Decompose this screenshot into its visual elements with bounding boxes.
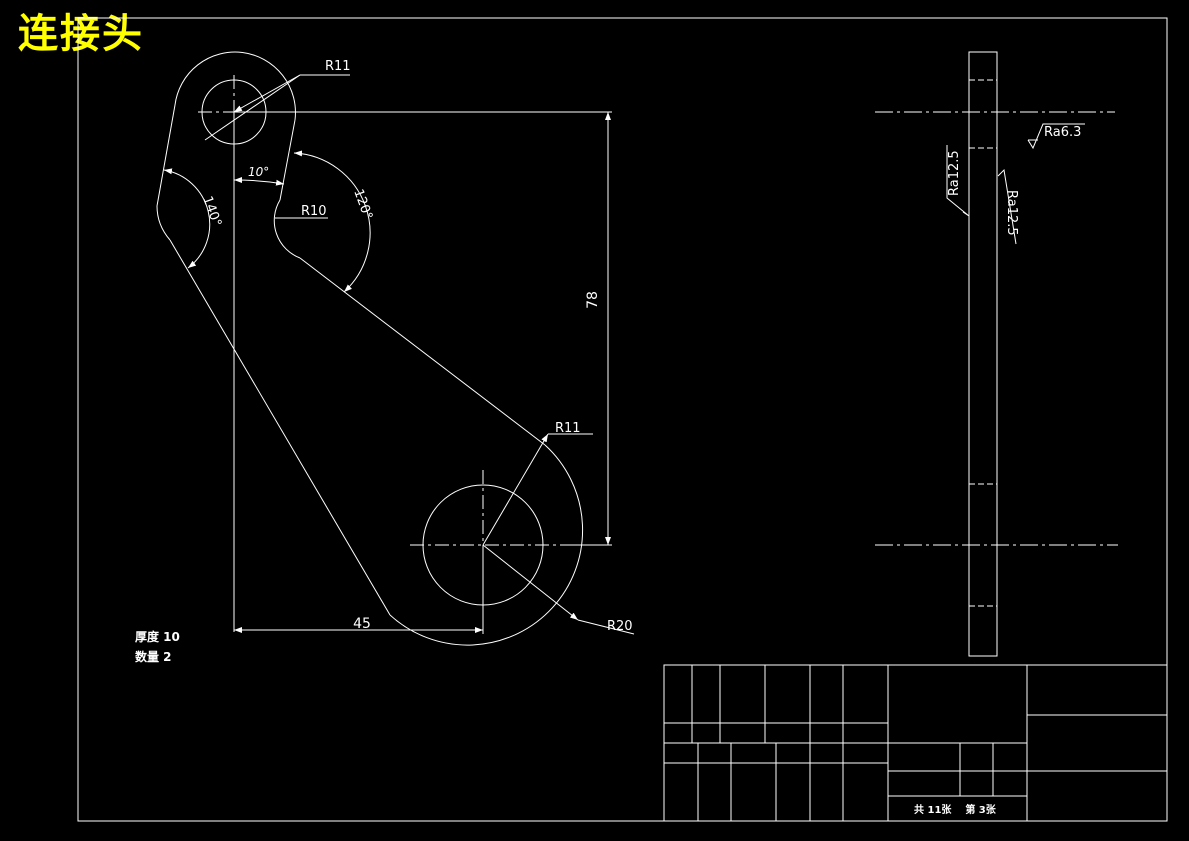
dim-r11-bottom: R11 xyxy=(555,421,581,436)
dim-78: 78 xyxy=(585,291,601,309)
note-quantity: 数量 2 xyxy=(135,649,172,664)
side-view xyxy=(875,51,1118,657)
dim-r10: R10 xyxy=(301,204,327,219)
drawing-title: 连接头 xyxy=(18,11,144,57)
roughness-right: Ra12.5 xyxy=(1004,190,1019,236)
dim-140deg: 140° xyxy=(199,194,224,229)
dim-r11-top: R11 xyxy=(325,59,351,74)
roughness-top: Ra6.3 xyxy=(1044,125,1081,140)
roughness-left: Ra12.5 xyxy=(947,150,962,196)
note-thickness: 厚度 10 xyxy=(135,629,180,644)
sheet-border xyxy=(77,17,1168,822)
sheet-info: 共 11张 第 3张 xyxy=(914,803,997,816)
dim-r20: R20 xyxy=(607,619,633,634)
dim-45: 45 xyxy=(353,616,371,632)
dim-120deg: 120° xyxy=(350,187,375,222)
dimensions xyxy=(163,74,635,635)
centerlines xyxy=(198,75,560,620)
title-block xyxy=(663,664,1168,822)
dim-10deg: 10° xyxy=(248,165,269,179)
